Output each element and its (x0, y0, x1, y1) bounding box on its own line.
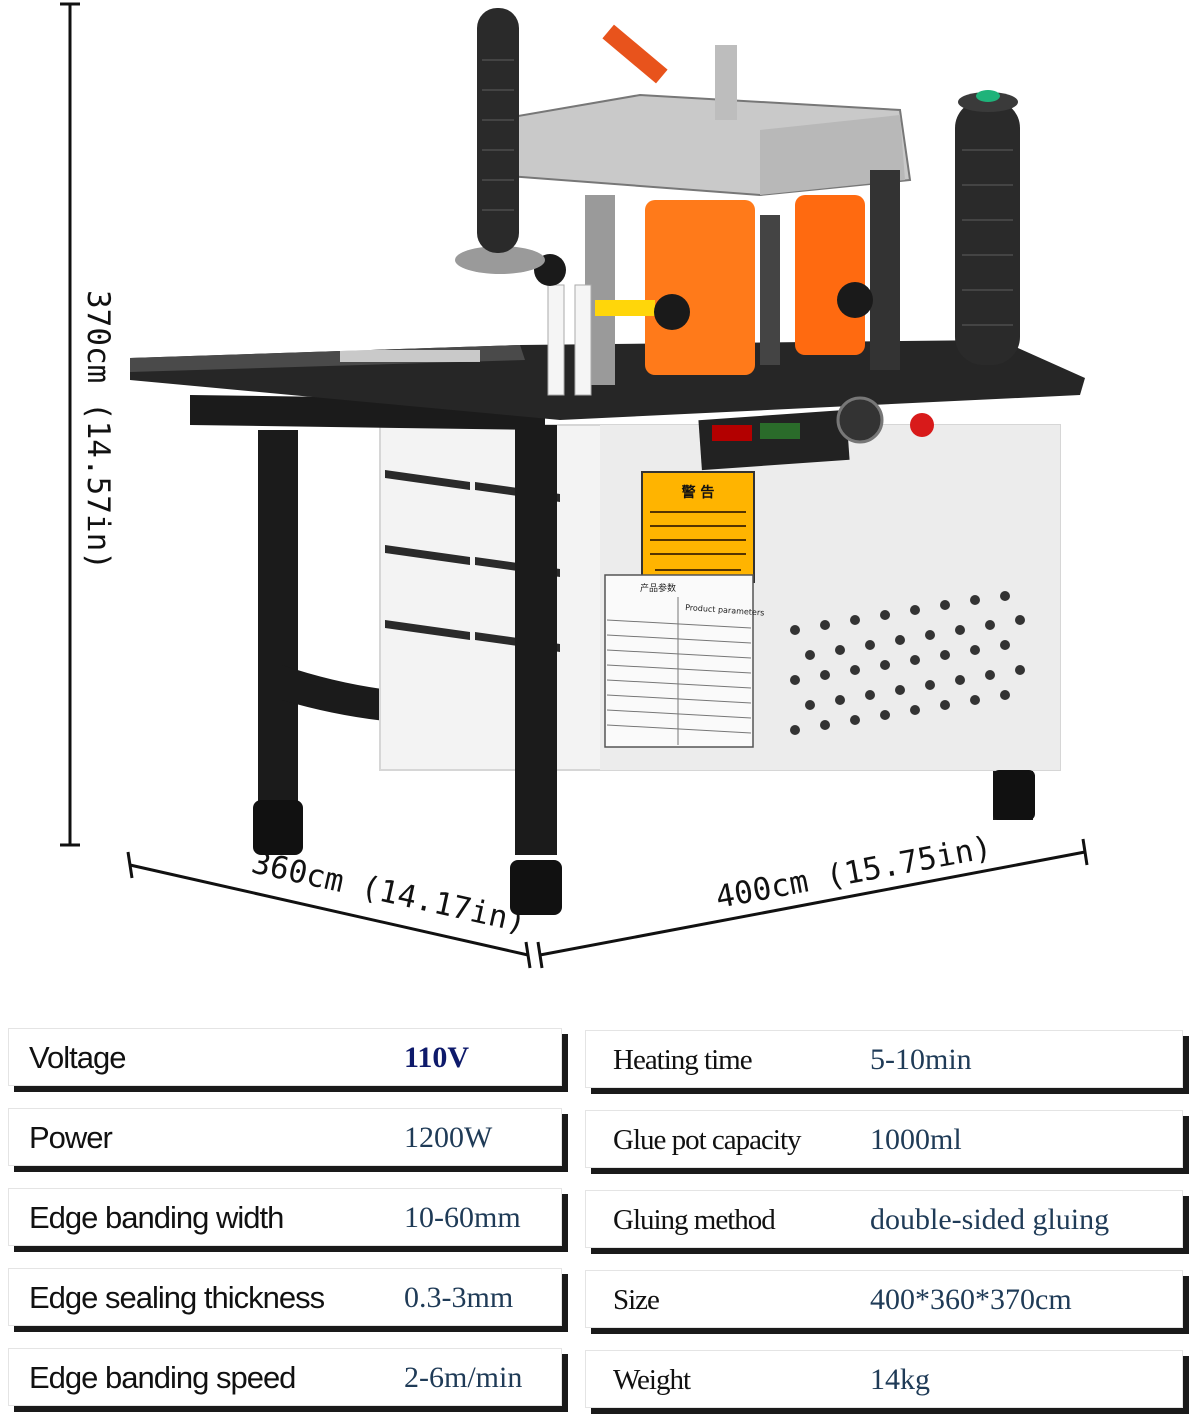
spec-size: Size 400*360*370cm (585, 1270, 1183, 1328)
spec-value: 10-60mm (404, 1201, 521, 1234)
foot-front-left (510, 860, 562, 915)
depth-label: 360cm (14.17in) (248, 845, 529, 941)
roller-shaft (760, 215, 780, 365)
spec-label: Gluing method (613, 1204, 776, 1236)
spec-label: Heating time (613, 1044, 753, 1076)
adjust-knob-left (654, 294, 690, 330)
cut-lever (602, 24, 668, 84)
spec-power: Power 1200W (8, 1108, 562, 1166)
left-handle-grip (482, 59, 514, 211)
display-digits-red (712, 425, 752, 441)
height-dimension (60, 2, 80, 847)
parameter-label (604, 574, 754, 748)
spec-value: 0.3-3mm (404, 1281, 514, 1314)
edge-banding-machine: 警 告 产品参数 Product parameters (130, 8, 1085, 915)
head-post (870, 170, 900, 370)
leg-front-left (515, 425, 557, 855)
width-dimension (536, 838, 1089, 969)
height-label: 370cm (14.57in) (80, 290, 116, 570)
spec-value: 400*360*370cm (870, 1283, 1072, 1316)
start-button (976, 90, 1000, 102)
head-housing-side (760, 115, 905, 195)
display-digits-green (760, 423, 800, 439)
depth-dimension (126, 851, 532, 969)
foot-back-left (253, 800, 303, 855)
right-handle-grip (962, 149, 1013, 326)
power-switch (910, 413, 934, 437)
spec-label: Weight (613, 1364, 691, 1396)
spec-label: Edge banding width (29, 1200, 284, 1235)
warning-title: 警 告 (682, 484, 715, 501)
temperature-knob (836, 396, 884, 444)
spec-heating-time: Heating time 5-10min (585, 1030, 1183, 1088)
spec-value: 1200W (404, 1121, 493, 1154)
left-handle (477, 8, 519, 253)
width-label: 400cm (15.75in) (713, 829, 995, 915)
spec-edge-banding-speed: Edge banding speed 2-6m/min (8, 1348, 562, 1406)
adjust-knob-right (837, 282, 873, 318)
spec-label: Glue pot capacity (613, 1124, 802, 1156)
spec-value: double-sided gluing (870, 1203, 1110, 1236)
product-figure: 370cm (14.57in) 360cm (14.17in) 400cm (1… (60, 2, 1089, 969)
spec-label: Power (29, 1120, 113, 1155)
front-vent-holes (790, 591, 1025, 735)
leg-back-left (258, 430, 298, 850)
edge-guide (595, 300, 655, 316)
spec-value: 110V (404, 1041, 470, 1074)
pressure-roller (795, 195, 865, 355)
warning-text-lines (650, 511, 746, 571)
spec-value: 2-6m/min (404, 1361, 523, 1394)
feed-roller-a (547, 284, 565, 396)
spec-gluing-method: Gluing method double-sided gluing (585, 1190, 1183, 1248)
spindle (715, 45, 737, 120)
parameter-rows (606, 597, 752, 745)
right-handle (955, 100, 1020, 365)
spec-label: Size (613, 1284, 660, 1316)
spec-voltage: Voltage 110V (8, 1028, 562, 1086)
spec-label: Edge banding speed (29, 1360, 296, 1395)
spec-glue-pot-capacity: Glue pot capacity 1000ml (585, 1110, 1183, 1168)
spec-label: Voltage (29, 1040, 126, 1075)
spec-edge-sealing-thickness: Edge sealing thickness 0.3-3mm (8, 1268, 562, 1326)
plate-slot (340, 350, 480, 362)
spec-value: 1000ml (870, 1123, 962, 1156)
temperature-display (698, 409, 850, 471)
feed-roller-b (574, 284, 592, 396)
spec-value: 5-10min (870, 1043, 972, 1076)
glue-pot (645, 200, 755, 375)
params-title-cn: 产品参数 (640, 582, 676, 594)
spec-weight: Weight 14kg (585, 1350, 1183, 1408)
left-handle-base (455, 246, 545, 274)
spec-label: Edge sealing thickness (29, 1280, 325, 1315)
spec-value: 14kg (870, 1363, 930, 1396)
foot-front-right (993, 770, 1035, 820)
spec-edge-banding-width: Edge banding width 10-60mm (8, 1188, 562, 1246)
